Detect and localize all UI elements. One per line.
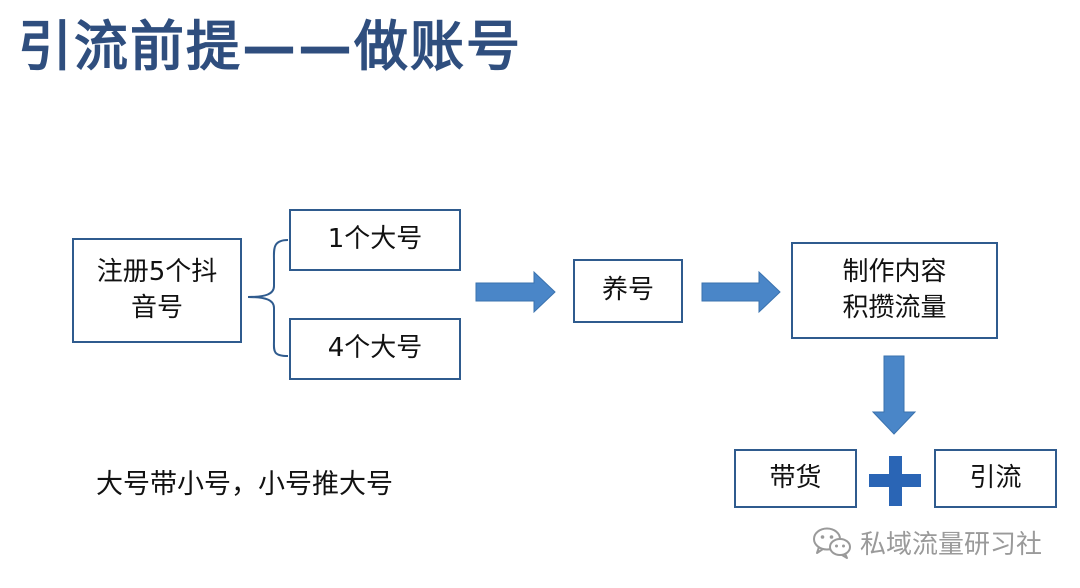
arrow-right-icon	[475, 270, 556, 314]
strategy-caption: 大号带小号，小号推大号	[96, 469, 393, 500]
one-big-account-label: 1个大号	[327, 224, 423, 255]
plus-icon	[889, 456, 902, 506]
sales-box: 带货	[734, 449, 857, 508]
one-big-account-box: 1个大号	[289, 209, 461, 271]
nurture-account-box: 养号	[573, 259, 683, 323]
create-content-line1: 制作内容	[842, 257, 947, 288]
watermark: 私域流量研习社	[812, 524, 1042, 561]
traffic-label: 引流	[969, 462, 1022, 493]
four-big-accounts-box: 4个大号	[289, 318, 461, 380]
register-accounts-line1: 注册5个抖	[96, 257, 218, 288]
traffic-box: 引流	[934, 449, 1057, 508]
bracket-connector	[247, 239, 289, 357]
register-accounts-line2: 音号	[130, 292, 183, 323]
create-content-box: 制作内容 积攒流量	[791, 242, 998, 339]
arrow-right-icon	[701, 270, 781, 314]
nurture-account-label: 养号	[601, 275, 654, 306]
register-accounts-box: 注册5个抖 音号	[72, 238, 242, 343]
page-title: 引流前提——做账号	[18, 15, 522, 78]
wechat-icon	[813, 527, 851, 559]
four-big-accounts-label: 4个大号	[327, 333, 423, 364]
watermark-text: 私域流量研习社	[860, 530, 1043, 560]
create-content-line2: 积攒流量	[842, 292, 947, 323]
arrow-down-icon	[871, 355, 917, 435]
sales-label: 带货	[769, 462, 822, 493]
